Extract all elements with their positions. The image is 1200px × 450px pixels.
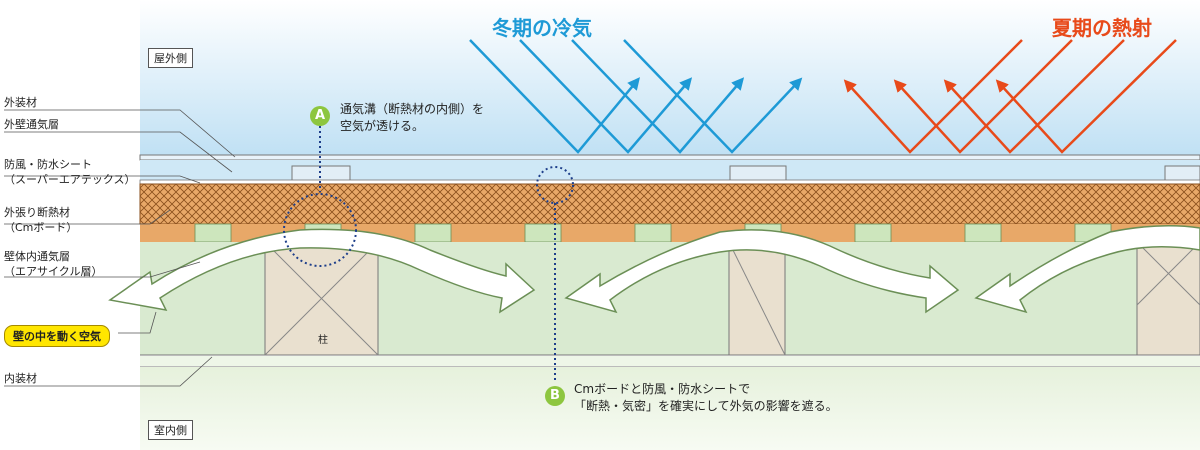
heat-rays [843, 39, 1177, 154]
label-interior-finish: 内装材 [4, 372, 37, 385]
pillar-2 [728, 241, 786, 356]
indoor-area [140, 367, 1200, 450]
summer-title: 夏期の熱射 [1052, 16, 1152, 40]
label-insulation: 外張り断熱材 （Cmボード） [4, 206, 78, 234]
windproof-sheet [139, 179, 1200, 185]
pillar-3 [1136, 241, 1200, 356]
callout-a-marker [283, 126, 357, 267]
label-windproof-sheet: 防風・防水シート （スーパーエアテックス） [4, 158, 136, 186]
note-a-badge: A [310, 106, 330, 126]
insulation-board [139, 183, 1200, 225]
note-b-text: Cmボードと防風・防水シートで 「断熱・気密」を確実にして外気の影響を遮る。 [574, 382, 838, 414]
label-exterior-cladding: 外装材 [4, 96, 37, 109]
winter-title: 冬期の冷気 [492, 16, 592, 40]
moving-air-badge: 壁の中を動く空気 [4, 325, 110, 347]
exterior-cladding [139, 154, 1200, 161]
note-b-badge: B [545, 386, 565, 406]
indoor-tag: 室内側 [148, 420, 193, 440]
leader-lines [4, 109, 236, 387]
cold-rays [469, 39, 803, 154]
outdoor-area [140, 0, 1200, 158]
exterior-vent-layer [140, 160, 1200, 180]
note-a-text: 通気溝（断熱材の内側）を 空気が透ける。 [340, 102, 485, 134]
furring-strips [291, 165, 1200, 182]
pillar-label: 柱 [318, 335, 328, 346]
outdoor-tag: 屋外側 [148, 48, 193, 68]
callout-b-marker [536, 166, 574, 382]
label-exterior-vent-layer: 外壁通気層 [4, 118, 59, 131]
pillars [264, 241, 1200, 356]
interior-finish [140, 356, 1200, 366]
pillar-1 [264, 241, 379, 356]
label-air-cycle-layer: 壁体内通気層 （エアサイクル層） [4, 250, 103, 278]
airflow-arrows [108, 225, 1200, 314]
